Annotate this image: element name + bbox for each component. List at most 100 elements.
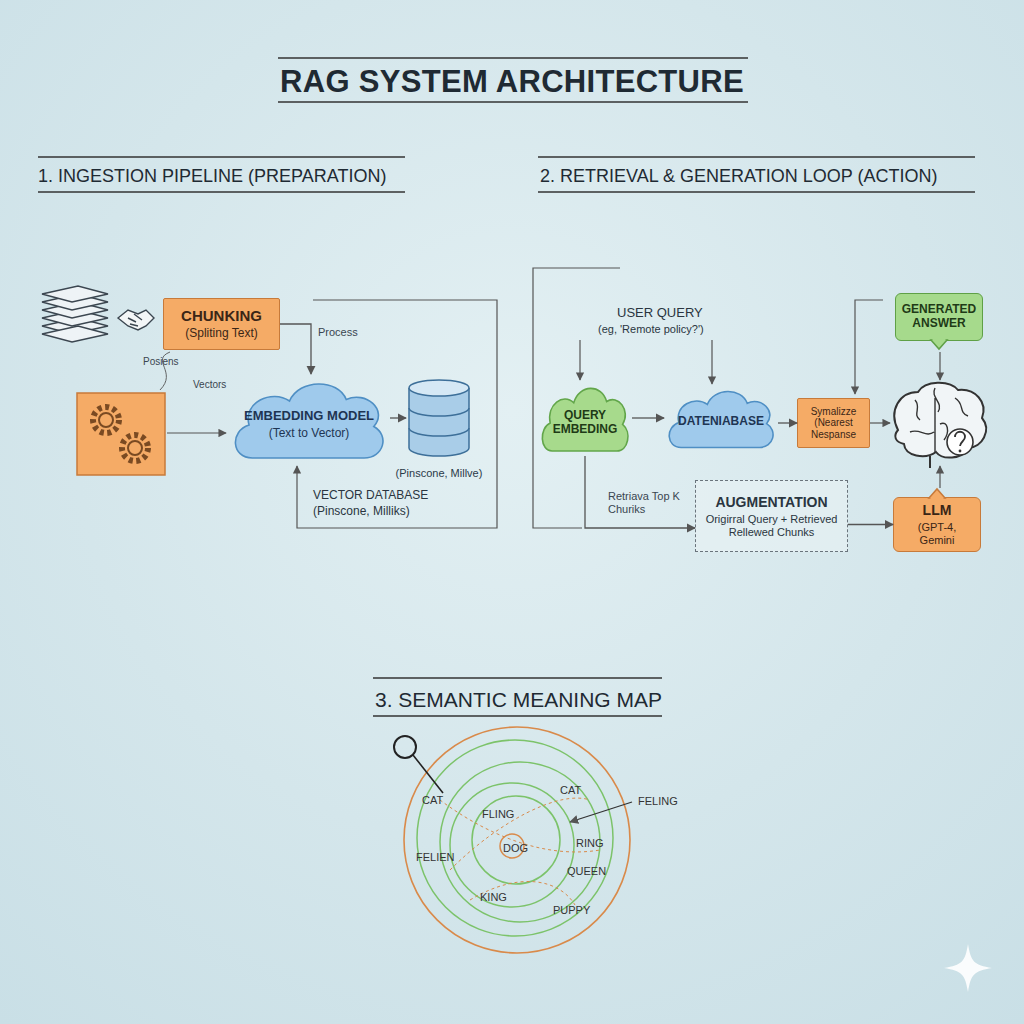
document-sheet <box>42 294 108 310</box>
gear-hub <box>128 441 142 455</box>
section-heading: 1. INGESTION PIPELINE (PREPARATION) <box>38 166 386 187</box>
node-title: EMBEDDING MODEL <box>244 409 374 424</box>
gears-box <box>77 393 165 475</box>
sparkle-watermark <box>944 944 992 992</box>
node-content: (Pinscone, Millve) <box>369 464 509 483</box>
gear-teeth <box>93 407 119 433</box>
text-label: QUEEN <box>567 865 606 878</box>
node-content: Symalizze (Nearest Nespanse <box>798 399 869 447</box>
connector-label: Retriava Top K Churiks <box>608 490 696 516</box>
document-sheet <box>42 326 108 342</box>
semantic-map <box>394 727 632 953</box>
augmentation-box: AUGMENTATIONOrigirral Query + Retrieved … <box>695 480 848 552</box>
cloud-shape <box>235 384 383 458</box>
question-badge <box>947 429 973 455</box>
node-subtitle: (Spliting Text) <box>185 327 257 341</box>
text-label: (eg, 'Remote policy?') <box>598 323 704 336</box>
node-title: (Pinscone, Millve) <box>396 467 483 480</box>
text-label: Posiens <box>143 356 179 368</box>
cylinder-band <box>409 408 469 416</box>
document-sheet <box>42 286 108 302</box>
connector <box>632 417 664 418</box>
brain-folds <box>910 388 968 452</box>
flow-arrow <box>579 340 580 380</box>
flow-arrow <box>939 352 940 380</box>
magnifier-lens <box>394 736 416 758</box>
node-content: QUERY EMBEDING <box>538 380 632 456</box>
map-ring <box>450 783 574 907</box>
node-title: QUERY EMBEDING <box>543 409 627 437</box>
pointer-arrow <box>570 802 632 822</box>
handshake-fingers <box>128 314 142 326</box>
document-sheet <box>42 318 108 334</box>
map-link <box>450 798 590 870</box>
text-label: DOG <box>503 842 528 855</box>
cylinder-outline <box>406 378 472 458</box>
flow-arrow <box>870 422 890 423</box>
node-title: Symalizze (Nearest Nespanse <box>803 406 864 441</box>
map-ring <box>472 796 560 884</box>
answer-bubble: GENERATED ANSWER <box>895 293 983 341</box>
text-label: FELING <box>638 795 678 808</box>
gear-hub <box>99 413 113 427</box>
section-rule <box>373 715 662 717</box>
section-heading: 2. RETRIEVAL & GENERATION LOOP (ACTION) <box>540 166 937 187</box>
flow-arrow <box>939 466 940 488</box>
cloud-shape <box>542 388 628 451</box>
flow-arrow <box>855 300 883 394</box>
text-label: (Pinscone, Milliks) <box>313 505 410 519</box>
gears-icon <box>93 407 148 461</box>
query-cloud: QUERY EMBEDING <box>538 380 632 456</box>
section-heading: 3. SEMANTIC MEANING MAP <box>375 688 662 712</box>
cylinder-top <box>409 380 469 396</box>
section-rule <box>38 156 405 158</box>
map-link <box>470 881 575 905</box>
text-label: RING <box>576 837 604 850</box>
section-rule <box>538 156 975 158</box>
flow-arrow <box>711 340 712 384</box>
text-label: Vectors <box>193 379 226 391</box>
section-rule <box>373 677 662 679</box>
node-subtitle: Origirral Query + Retrieved Rellewed Chu… <box>701 513 842 538</box>
question-mark <box>955 432 965 446</box>
document-sheet <box>42 310 108 326</box>
process-box: CHUNKING(Spliting Text) <box>163 298 280 350</box>
llm-box: LLM (GPT-4, Gemini <box>893 497 981 552</box>
handshake-shape <box>118 310 154 330</box>
cylinder-band <box>409 428 469 436</box>
text-label: FLING <box>482 808 514 821</box>
bubble-tail-shape <box>929 489 945 498</box>
magnifier-handle <box>413 755 443 793</box>
database-cloud: DATENIABASE <box>664 384 778 452</box>
text-label: FELIEN <box>416 851 455 864</box>
node-subtitle: (Text to Vector) <box>269 427 350 441</box>
text-label: CAT <box>422 794 443 807</box>
connector <box>778 422 797 423</box>
connector-label: Process <box>318 326 378 339</box>
node-title: GENERATED ANSWER <box>901 303 977 331</box>
section-rule <box>538 191 975 193</box>
brain-outline <box>894 383 986 458</box>
connector <box>585 456 695 528</box>
node-subtitle: (GPT-4, Gemini <box>899 521 975 546</box>
section-rule <box>38 191 405 193</box>
connector <box>280 324 311 374</box>
node-content: EMBEDDING MODEL (Text to Vector) <box>228 374 390 464</box>
bubble-tail-cover <box>933 339 946 341</box>
text-label: KING <box>480 891 507 904</box>
brain-stem <box>929 456 931 468</box>
text-label: VECTOR DATABASE <box>313 489 428 503</box>
map-outer-ring <box>404 727 630 953</box>
document-sheet <box>42 302 108 318</box>
node-content: GENERATED ANSWER <box>896 294 982 340</box>
node-title: LLM <box>923 502 952 518</box>
title-rule <box>278 57 748 59</box>
database-cylinder: (Pinscone, Millve) <box>406 378 472 458</box>
node-content: LLM (GPT-4, Gemini <box>894 498 980 551</box>
model-cloud: EMBEDDING MODEL (Text to Vector) <box>228 374 390 464</box>
question-dot <box>959 450 962 453</box>
